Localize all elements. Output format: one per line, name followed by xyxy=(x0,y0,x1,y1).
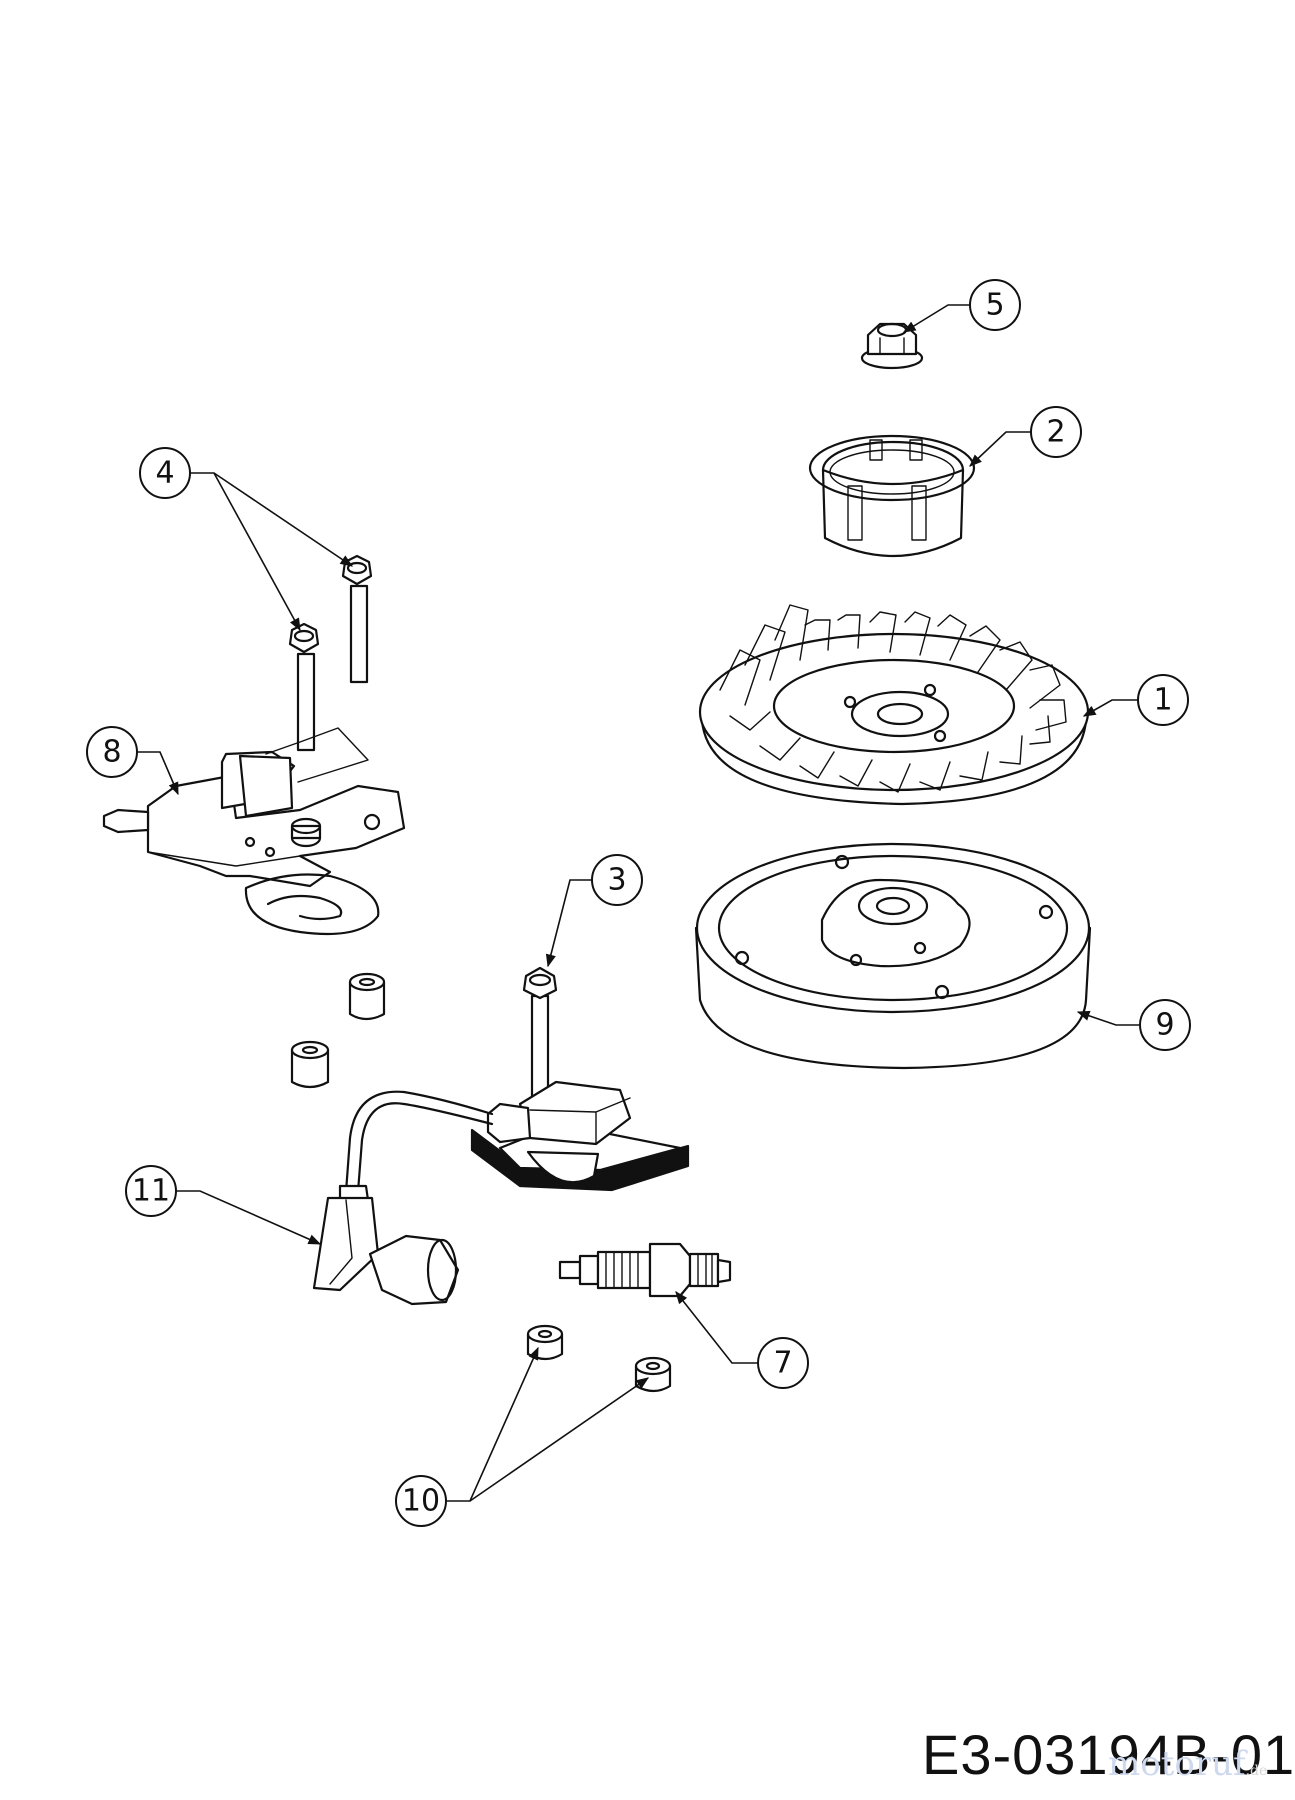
callout-4: 4 xyxy=(139,447,191,499)
callout-8: 8 xyxy=(86,726,138,778)
svg-text:10: 10 xyxy=(402,1484,440,1519)
svg-text:8: 8 xyxy=(102,735,121,770)
svg-text:5: 5 xyxy=(985,288,1004,323)
callout-7: 7 xyxy=(757,1337,809,1389)
part-7-spark-plug xyxy=(558,1242,732,1298)
part-3-bolt xyxy=(522,966,558,1106)
part-11-ignition-coil xyxy=(312,1080,690,1306)
part-9-flywheel-base xyxy=(694,842,1092,1070)
watermark-brand: motoruf xyxy=(1108,1744,1246,1784)
svg-text:4: 4 xyxy=(155,456,174,491)
part-10-spacers xyxy=(526,1324,672,1393)
part-5-flange-nut xyxy=(860,322,924,370)
diagram-code-label: E3-03194B-01 xyxy=(922,1723,1295,1786)
callout-10: 10 xyxy=(395,1475,447,1527)
watermark-logo: motoruf.de xyxy=(1108,1744,1267,1784)
callout-9: 9 xyxy=(1139,999,1191,1051)
svg-text:1: 1 xyxy=(1153,683,1172,718)
callout-11: 11 xyxy=(125,1165,177,1217)
callout-3: 3 xyxy=(591,854,643,906)
svg-text:9: 9 xyxy=(1155,1008,1174,1043)
part-1-flywheel-fan xyxy=(698,604,1090,806)
part-4-bolts xyxy=(288,554,373,752)
callout-1: 1 xyxy=(1137,674,1189,726)
svg-text:3: 3 xyxy=(607,863,626,898)
svg-text:2: 2 xyxy=(1046,415,1065,450)
leader-lines xyxy=(137,304,1140,1502)
part-2-starter-cup xyxy=(808,434,976,557)
watermark-tld: .de xyxy=(1245,1763,1268,1779)
spacer-upper xyxy=(348,972,386,1021)
svg-text:7: 7 xyxy=(773,1346,792,1381)
callout-2: 2 xyxy=(1030,406,1082,458)
spacer-lower xyxy=(290,1040,330,1089)
callout-5: 5 xyxy=(969,279,1021,331)
part-8-bracket xyxy=(102,727,406,936)
svg-text:11: 11 xyxy=(132,1174,170,1209)
